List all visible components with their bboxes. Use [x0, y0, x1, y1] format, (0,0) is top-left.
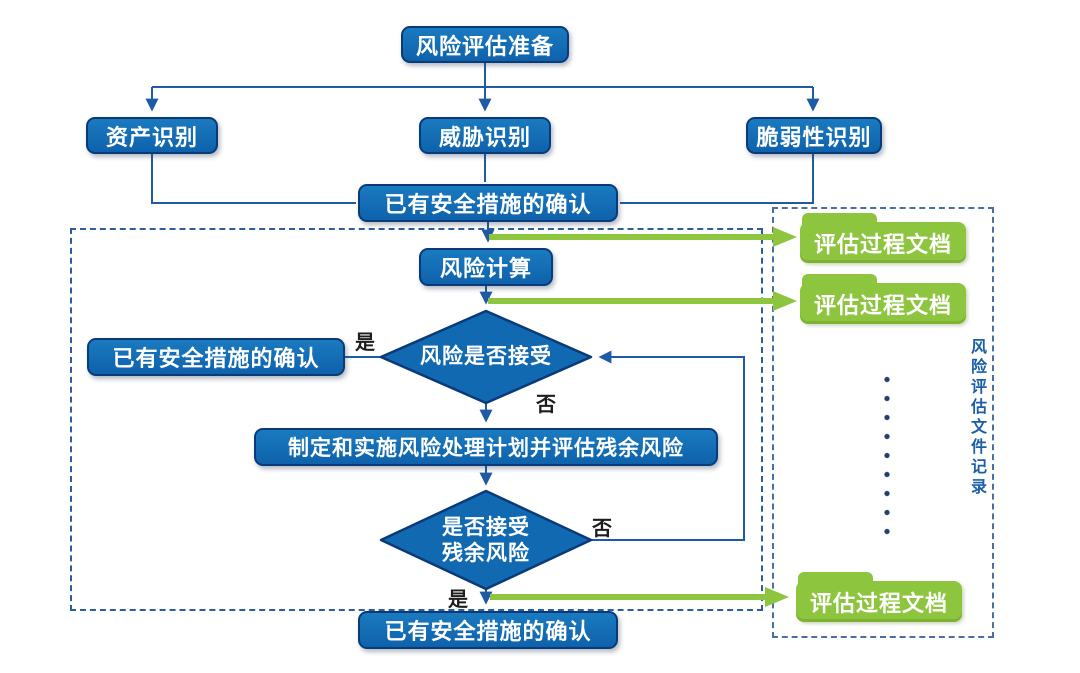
label-no-accept: 否 — [536, 394, 556, 416]
document-records-dashed-region — [772, 207, 994, 638]
node-existing-controls-confirm-top: 已有安全措施的确认 — [358, 184, 618, 222]
decision-residual-line1: 是否接受 — [442, 515, 530, 539]
node-risk-calculation: 风险计算 — [419, 248, 553, 286]
node-treatment-plan: 制定和实施风险处理计划并评估残余风险 — [254, 428, 718, 466]
ellipsis-dots — [882, 370, 892, 542]
folder-process-doc-1: 评估过程文档 — [800, 213, 966, 263]
folder-process-doc-3: 评估过程文档 — [796, 572, 962, 622]
side-title-risk-assessment-records: 风险评估文件记录 — [968, 338, 985, 498]
main-process-dashed-region — [70, 228, 763, 611]
node-threat-identification: 威胁识别 — [419, 117, 551, 154]
node-existing-controls-confirm-left: 已有安全措施的确认 — [87, 338, 345, 376]
label-no-residual: 否 — [592, 518, 612, 540]
folder-process-doc-2: 评估过程文档 — [800, 274, 966, 324]
decision-risk-acceptable-shape — [379, 309, 593, 405]
node-existing-controls-confirm-bottom: 已有安全措施的确认 — [358, 611, 618, 649]
node-asset-identification: 资产识别 — [86, 117, 218, 154]
decision-residual-risk-label: 是否接受 残余风险 — [396, 510, 576, 572]
label-yes-residual: 是 — [448, 589, 468, 611]
decision-residual-risk-shape — [379, 489, 593, 591]
label-yes-accept: 是 — [355, 332, 375, 354]
node-risk-assessment-prep: 风险评估准备 — [401, 26, 569, 63]
decision-risk-acceptable-label: 风险是否接受 — [420, 344, 552, 368]
node-vulnerability-identification: 脆弱性识别 — [746, 117, 882, 154]
decision-residual-line2: 残余风险 — [442, 542, 530, 565]
